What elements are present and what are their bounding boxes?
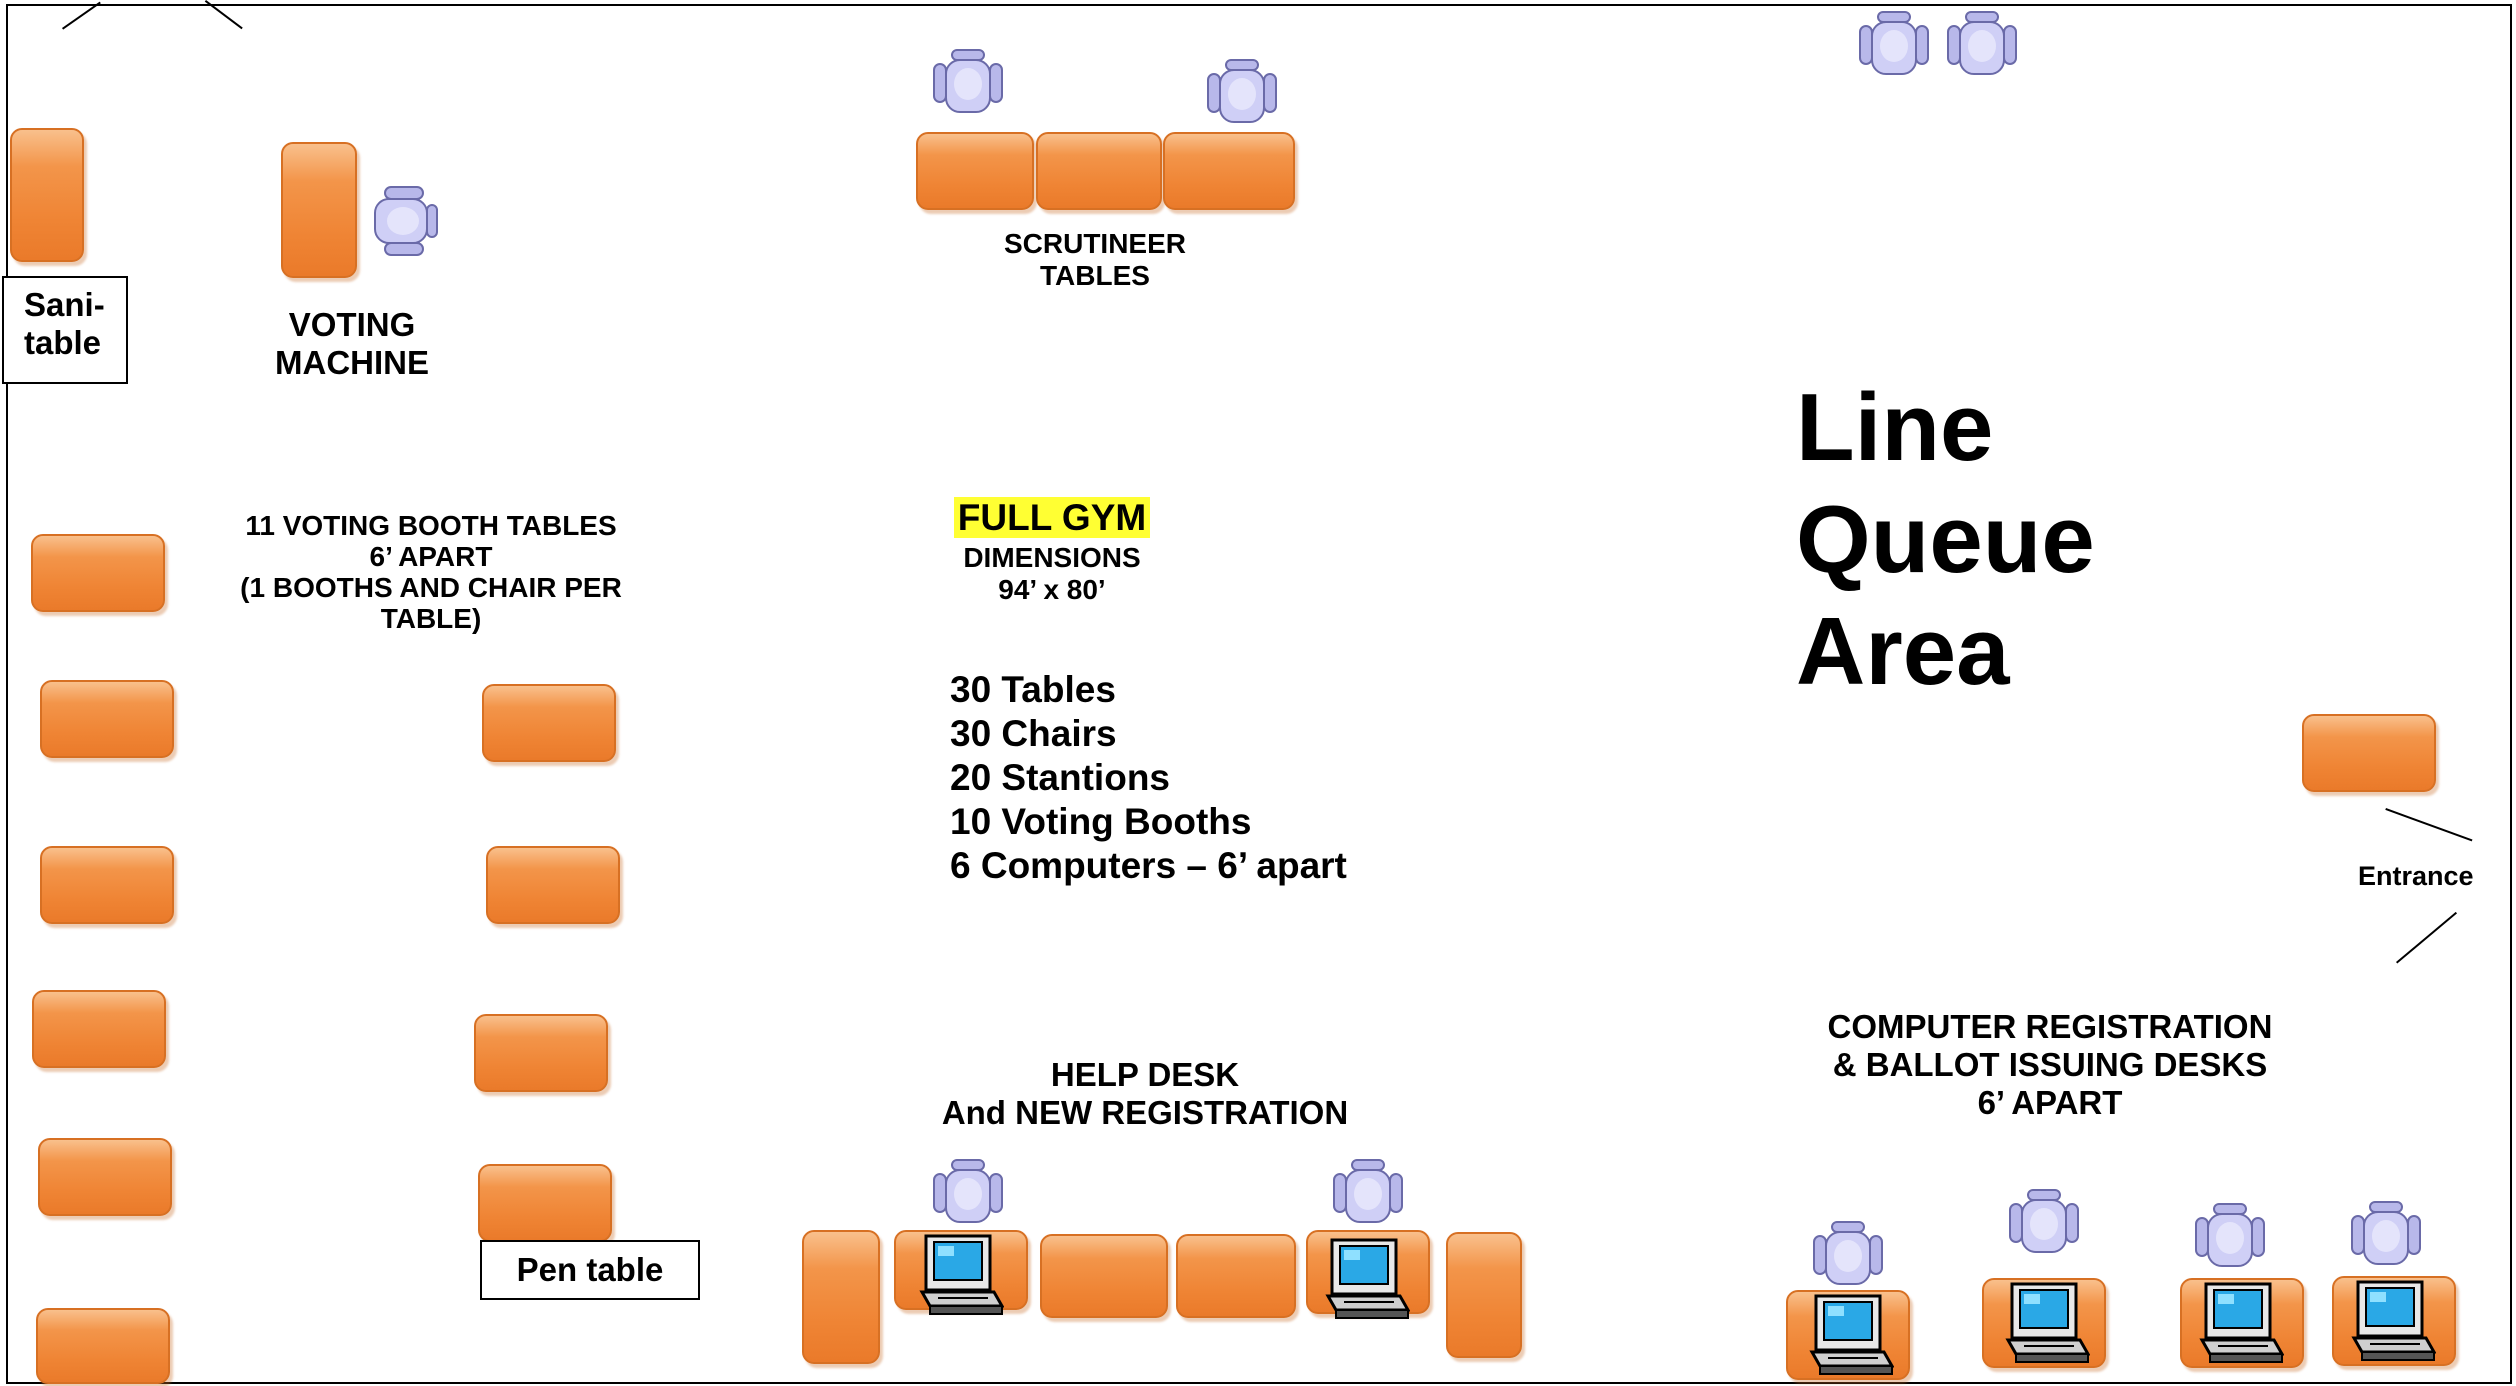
- voting-booth-table: [482, 684, 616, 762]
- help-desk-table: [1040, 1234, 1168, 1318]
- entrance-label: Entrance: [2358, 861, 2474, 891]
- office-chair-icon: [2346, 1200, 2426, 1270]
- desktop-computer-icon: [1324, 1236, 1410, 1322]
- voting-booth-table: [486, 846, 620, 924]
- sani-table-label: Sani- table: [2, 276, 128, 384]
- office-chair-icon: [1942, 10, 2022, 80]
- help-desk-table: [1176, 1234, 1296, 1318]
- scrutineer-table: [916, 132, 1034, 210]
- gym-floor-outline: [6, 4, 2512, 1384]
- inventory-item: 20 Stantions: [950, 757, 1170, 798]
- voting-machine-label: VOTING MACHINE: [275, 306, 429, 381]
- office-chair-icon: [928, 1158, 1008, 1228]
- inventory-item: 6 Computers – 6’ apart: [950, 845, 1347, 886]
- office-chair-icon: [2004, 1188, 2084, 1258]
- voting-booth-table: [36, 1308, 170, 1384]
- help-desk-table: [802, 1230, 880, 1364]
- desktop-computer-icon: [2350, 1278, 2436, 1364]
- voting-booth-table: [31, 534, 165, 612]
- voting-booth-table: [38, 1138, 172, 1216]
- desktop-computer-icon: [918, 1232, 1004, 1318]
- help-desk-table: [1446, 1232, 1522, 1358]
- scrutineer-table: [1036, 132, 1162, 210]
- desktop-computer-icon: [2198, 1280, 2284, 1366]
- voting-machine-table: [281, 142, 357, 278]
- office-chair-icon: [928, 48, 1008, 118]
- desktop-computer-icon: [1808, 1292, 1894, 1378]
- help-desk-label: HELP DESK And NEW REGISTRATION: [941, 1056, 1349, 1131]
- sani-table: [10, 128, 84, 262]
- office-chair-icon: [1808, 1220, 1888, 1290]
- voting-booth-table: [40, 680, 174, 758]
- line-queue-area-label: Line Queue Area: [1796, 374, 2095, 705]
- office-chair-icon: [2190, 1202, 2270, 1272]
- inventory-item: 30 Chairs: [950, 713, 1117, 754]
- inventory-item: 10 Voting Booths: [950, 801, 1252, 842]
- office-chair-icon: [1328, 1158, 1408, 1228]
- entrance-table: [2302, 714, 2436, 792]
- desktop-computer-icon: [2004, 1280, 2090, 1366]
- inventory-item: 30 Tables: [950, 669, 1116, 710]
- inventory-list: 30 Tables 30 Chairs 20 Stantions 10 Voti…: [950, 668, 1347, 888]
- voting-booth-table: [32, 990, 166, 1068]
- voting-booth-table: [478, 1164, 612, 1242]
- full-gym-title: FULL GYM: [950, 496, 1154, 540]
- office-chair-icon: [369, 181, 439, 261]
- gym-dimensions: DIMENSIONS 94’ x 80’: [963, 542, 1141, 605]
- scrutineer-label: SCRUTINEER TABLES: [1003, 228, 1186, 291]
- computer-registration-label: COMPUTER REGISTRATION & BALLOT ISSUING D…: [1827, 1008, 2273, 1121]
- voting-booth-tables-label: 11 VOTING BOOTH TABLES 6’ APART (1 BOOTH…: [240, 510, 622, 634]
- office-chair-icon: [1202, 58, 1282, 128]
- pen-table-label: Pen table: [480, 1240, 700, 1300]
- office-chair-icon: [1854, 10, 1934, 80]
- voting-booth-table: [474, 1014, 608, 1092]
- voting-booth-table: [40, 846, 174, 924]
- full-gym-highlight: FULL GYM: [953, 497, 1151, 538]
- scrutineer-table: [1163, 132, 1295, 210]
